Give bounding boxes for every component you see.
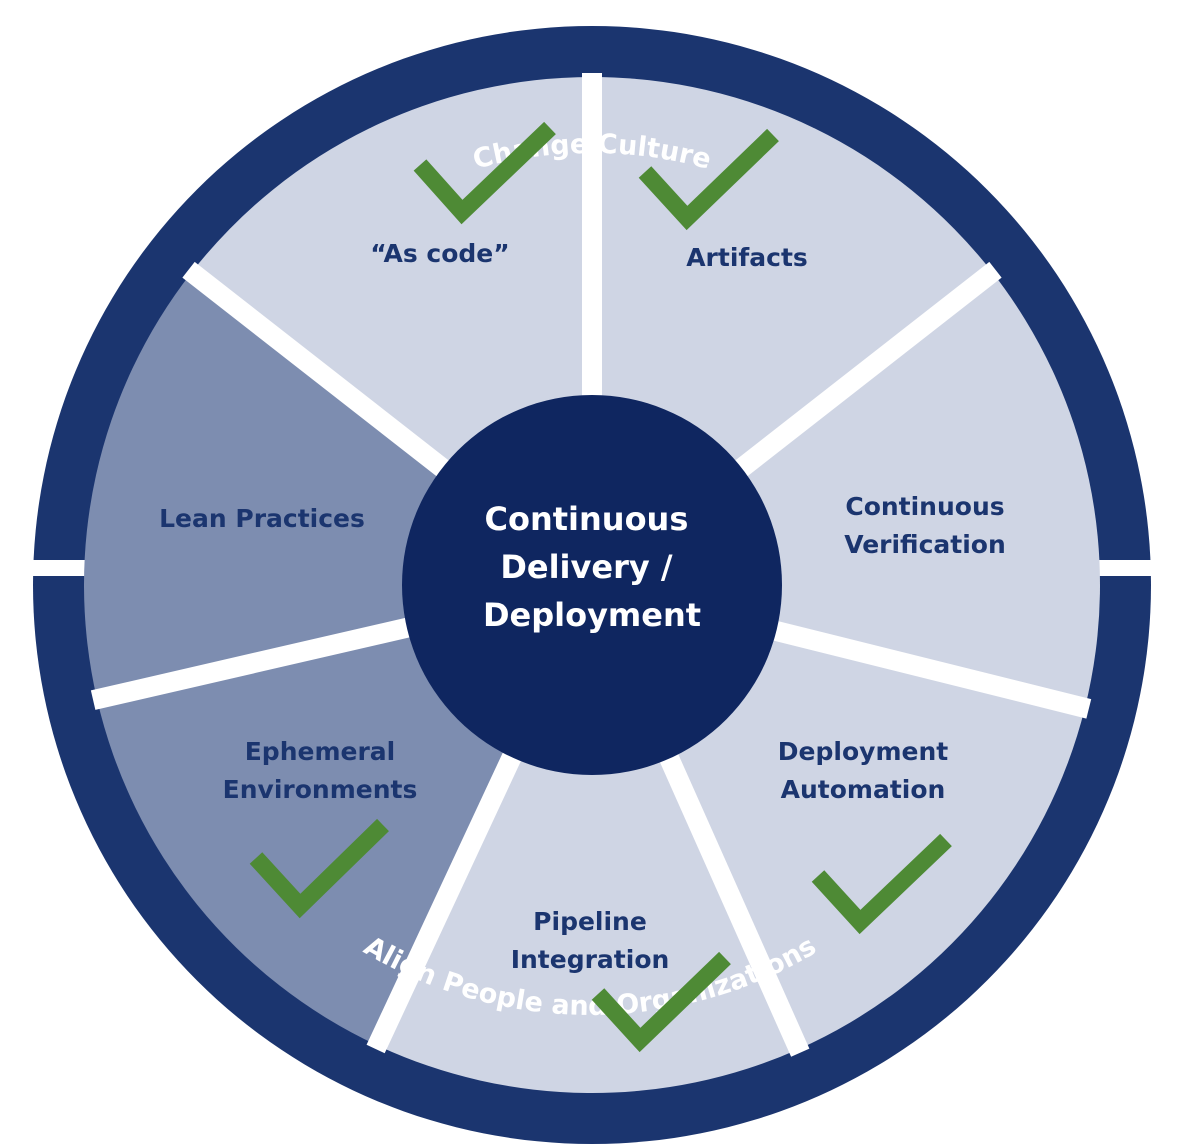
- segment-deployment-automation: [377, 585, 799, 1093]
- check-icon: [811, 833, 952, 935]
- segment-label-lean-practices: Lean Practices: [159, 504, 365, 533]
- segment-label-line: Pipeline: [533, 907, 647, 936]
- checkmarks-layer: [249, 121, 952, 1053]
- segment-label-line: Ephemeral: [245, 737, 396, 766]
- segment-label-line: Continuous: [845, 492, 1004, 521]
- segment-label-line: Integration: [511, 945, 670, 974]
- center-title-line: Continuous: [484, 500, 688, 538]
- check-icon: [413, 121, 556, 225]
- center-title: Continuous Delivery / Deployment: [483, 500, 701, 634]
- segment-label-line: Lean Practices: [159, 504, 365, 533]
- segment-label-artifacts: Artifacts: [686, 243, 808, 272]
- check-icon: [249, 818, 389, 919]
- segment-label-as-code: “As code”: [370, 239, 509, 268]
- segment-label-line: Artifacts: [686, 243, 808, 272]
- check-icon: [591, 951, 731, 1053]
- segment-label-line: Environments: [223, 775, 418, 804]
- center-title-line: Deployment: [483, 596, 701, 634]
- center-hub-circle: [402, 395, 782, 775]
- segment-label-line: Automation: [781, 775, 946, 804]
- segment-label-line: Verification: [844, 530, 1006, 559]
- segment-label-line: “As code”: [370, 239, 509, 268]
- segment-label-line: Deployment: [778, 737, 948, 766]
- center-title-line: Delivery /: [500, 548, 673, 586]
- check-icon: [638, 128, 779, 231]
- center-hub: Continuous Delivery / Deployment: [402, 395, 782, 775]
